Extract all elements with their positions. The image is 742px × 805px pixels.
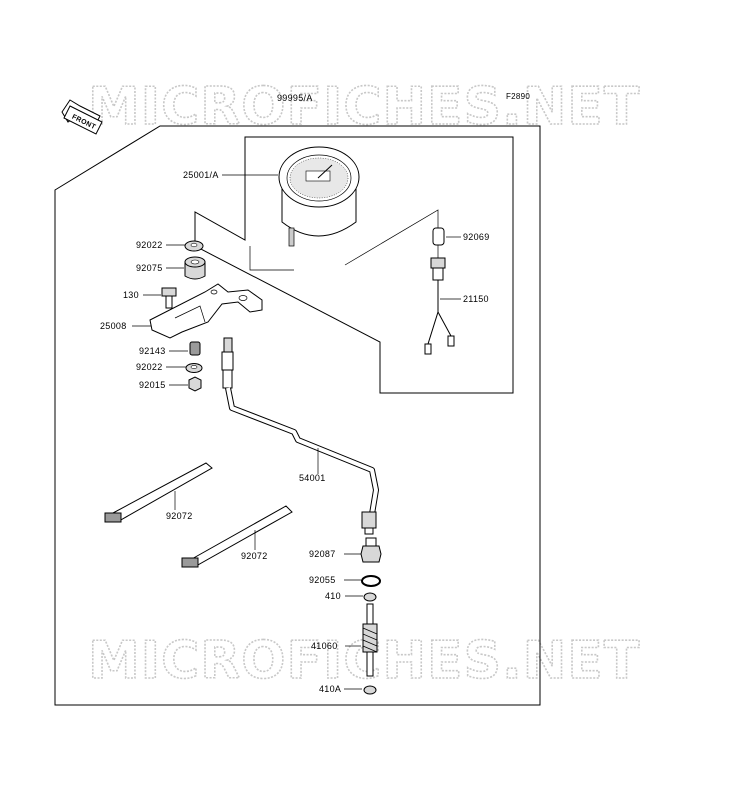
label-54001: 54001 [299, 473, 326, 483]
label-92055: 92055 [309, 575, 336, 585]
bulb-icon [432, 227, 445, 246]
label-410A: 410A [319, 684, 341, 694]
label-410: 410 [325, 591, 341, 601]
meter-subframe-right [344, 209, 439, 266]
label-92072-a: 92072 [166, 511, 193, 521]
main-frame [54, 125, 541, 706]
label-92143: 92143 [139, 346, 166, 356]
watermark-top: MICROFICHES.NET [88, 77, 640, 137]
label-92015: 92015 [139, 380, 166, 390]
label-92022-top: 92022 [136, 240, 163, 250]
cable-tie-icon [181, 505, 293, 568]
label-130: 130 [123, 290, 139, 300]
o-ring-icon [361, 575, 381, 587]
bracket-icon [149, 283, 263, 339]
label-21150: 21150 [463, 294, 489, 304]
label-99995A: 99995/A [277, 93, 313, 103]
meter-kit-frame [194, 136, 514, 394]
socket-harness-icon [424, 257, 455, 355]
collar-icon [189, 341, 201, 356]
label-92069: 92069 [463, 232, 490, 242]
speedometer-cable-icon [221, 337, 379, 535]
nut-icon [188, 376, 202, 392]
label-92087: 92087 [309, 549, 336, 559]
figure-code: F2890 [506, 92, 530, 101]
grommet-icon [184, 256, 206, 280]
label-25001A: 25001/A [183, 170, 219, 180]
gear-shaft-icon [362, 603, 378, 677]
label-92022-bottom: 92022 [136, 362, 163, 372]
cable-tie-icon [104, 462, 213, 523]
washer-icon [363, 685, 377, 695]
washer-icon [363, 592, 377, 602]
bolt-icon [161, 287, 177, 309]
label-92075: 92075 [136, 263, 163, 273]
label-92072-b: 92072 [241, 551, 268, 561]
label-41060: 41060 [311, 641, 338, 651]
fitting-icon [360, 537, 382, 563]
meter-subframe-left [249, 246, 294, 271]
speedometer-icon [278, 146, 360, 247]
front-arrow-icon: FRONT [61, 99, 103, 135]
label-25008: 25008 [100, 321, 127, 331]
